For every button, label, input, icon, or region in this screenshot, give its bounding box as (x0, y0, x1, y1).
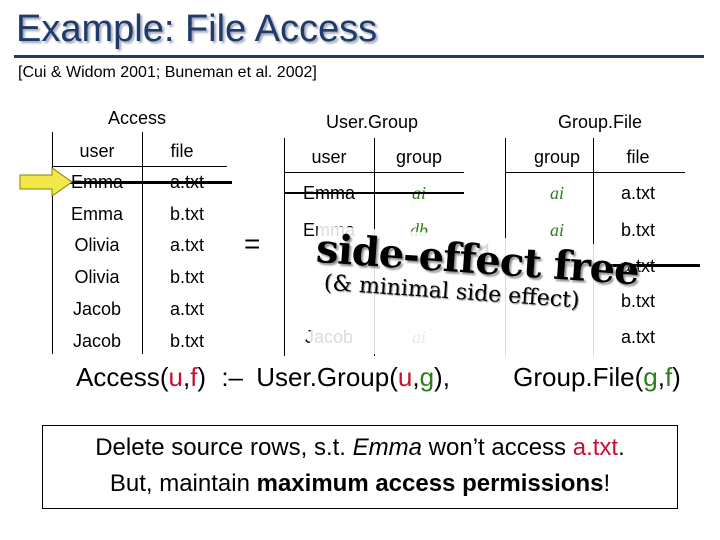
formula-var-f: f (664, 362, 673, 392)
usergroup-header-rule (284, 172, 464, 173)
message-line-2: But, maintain maximum access permissions… (43, 470, 677, 498)
access-cell: b.txt (169, 204, 204, 224)
access-header-file: file (170, 141, 194, 161)
access-header-user: user (79, 141, 115, 161)
message-line-1: Delete source rows, s.t. Emma won’t acce… (43, 434, 677, 462)
groupfile-cell: a.txt (620, 183, 655, 203)
equals-sign: = (244, 228, 261, 259)
groupfile-header-file: file (626, 147, 650, 167)
groupfile-cell: b.txt (620, 220, 655, 240)
groupfile-cell: ai (549, 220, 564, 240)
formula-body-usergroup: User.Group (256, 362, 390, 392)
formula-var-u: u (397, 362, 413, 392)
access-cell: Jacob (72, 331, 122, 351)
access-cell: Olivia (74, 267, 120, 287)
formula-var-g: g (643, 362, 658, 392)
formula-var-g: g (419, 362, 435, 392)
usergroup-row-strikethrough (284, 192, 464, 194)
access-cell: a.txt (169, 235, 204, 255)
access-cell: b.txt (169, 267, 204, 287)
formula-var-f: f (190, 362, 198, 392)
usergroup-header-group: group (395, 147, 443, 167)
access-cell: Olivia (74, 235, 120, 255)
groupfile-cell: ai (549, 183, 564, 203)
formula-comma: , (657, 362, 665, 392)
message-text: ! (603, 470, 611, 497)
title-underline (14, 55, 704, 58)
datalog-rule: Access(u,f) :– User.Group(u,g), Group.Fi… (76, 362, 681, 393)
citation: [Cui & Widom 2001; Buneman et al. 2002] (18, 64, 317, 81)
formula-head: Access (76, 362, 160, 392)
groupfile-cell: b.txt (620, 291, 655, 311)
message-text: won’t access (422, 434, 573, 461)
access-cell: Emma (70, 204, 123, 224)
message-text: Delete source rows, s.t. (95, 434, 353, 461)
formula-rule-symbol: :– (221, 362, 244, 392)
access-table-title: Access (107, 108, 167, 128)
message-text: . (618, 434, 625, 461)
formula-comma: , (412, 362, 420, 392)
groupfile-cell: a.txt (620, 327, 655, 347)
access-cell: a.txt (169, 299, 204, 319)
groupfile-header-group: group (533, 147, 581, 167)
access-cell: Jacob (72, 299, 122, 319)
formula-paren: ( (634, 362, 644, 392)
formula-paren: ( (159, 362, 169, 392)
pointer-arrow-icon (19, 167, 73, 197)
access-header-rule (52, 166, 227, 167)
message-text: But, maintain (109, 470, 257, 497)
usergroup-left-border (284, 138, 285, 356)
usergroup-header-user: user (311, 147, 347, 167)
message-user-name: Emma (352, 434, 422, 461)
formula-paren: ), (434, 362, 450, 392)
groupfile-table-title: Group.File (557, 112, 643, 132)
message-emphasis: maximum access permissions (256, 470, 604, 497)
side-effect-callout: side-effect free (& minimal side effect) (309, 225, 640, 371)
access-cell: b.txt (169, 331, 204, 351)
formula-comma: , (182, 362, 191, 392)
slide-title: Example: File Access (16, 8, 378, 50)
access-row-strikethrough (52, 181, 232, 184)
message-box: Delete source rows, s.t. Emma won’t acce… (42, 425, 678, 509)
groupfile-row-strikethrough (560, 264, 700, 267)
usergroup-table-title: User.Group (325, 112, 419, 132)
formula-paren: ) (197, 362, 207, 392)
formula-var-u: u (168, 362, 183, 392)
formula-body-groupfile: Group.File (513, 362, 635, 392)
formula-paren: ) (672, 362, 681, 392)
groupfile-header-rule (505, 172, 685, 173)
access-column-divider (142, 132, 143, 354)
formula-paren: ( (389, 362, 398, 392)
access-left-border (52, 132, 53, 354)
message-file-name: a.txt (572, 434, 619, 461)
